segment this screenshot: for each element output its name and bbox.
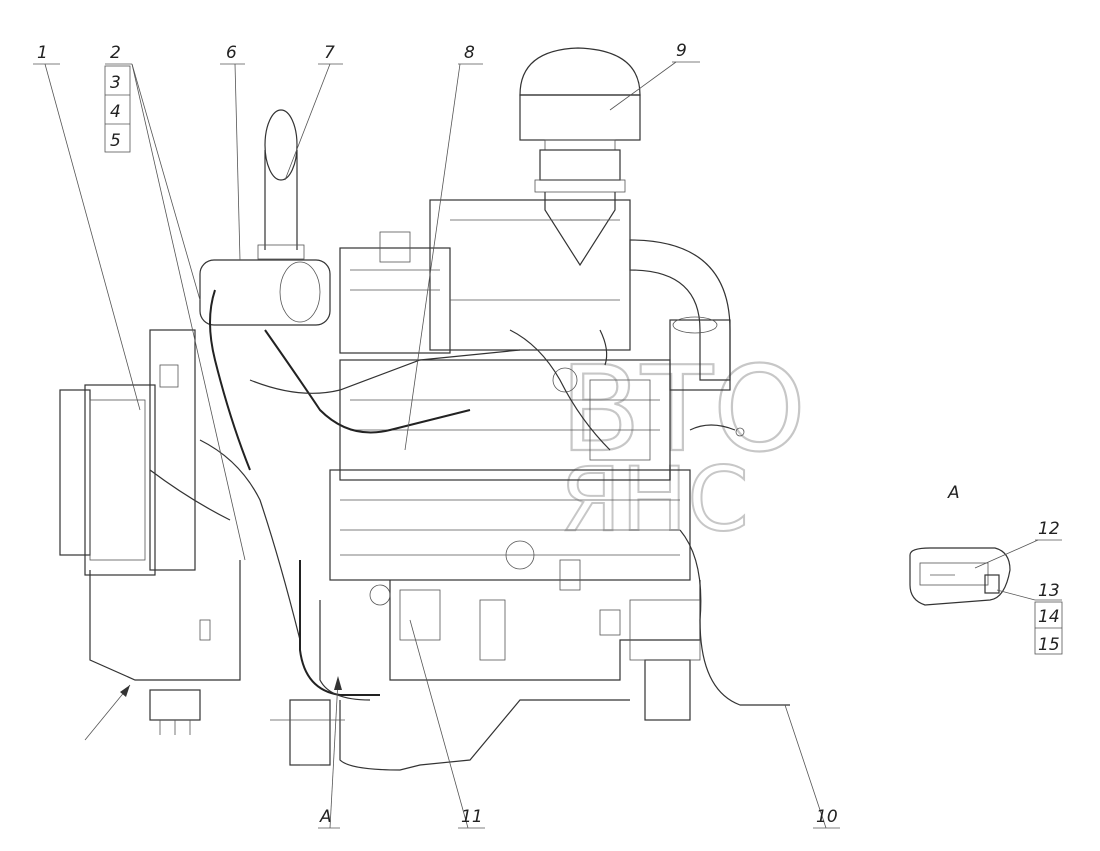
callout-12: 12	[1038, 519, 1060, 539]
callout-1: 1	[37, 43, 48, 63]
callout-9: 9	[676, 41, 687, 61]
callout-labels: 1 2 3 4 5 6 7 8 9 10 11 12 13 14 15 A A	[37, 41, 1060, 827]
watermark: ВТО ЯНС	[559, 339, 807, 552]
callout-7: 7	[324, 43, 335, 63]
air-filter	[519, 47, 641, 267]
callout-2: 2	[110, 43, 121, 63]
hoses	[149, 289, 790, 766]
leader-lines	[33, 61, 1063, 829]
exhaust-pipe	[257, 109, 305, 260]
callout-5: 5	[110, 131, 121, 151]
watermark-line-2: ЯНС	[560, 448, 749, 551]
watermark-line-1: ВТО	[560, 340, 806, 478]
callout-8: 8	[464, 43, 475, 63]
section-view-label: A	[947, 483, 960, 503]
callout-11: 11	[461, 807, 483, 827]
view-arrow-label: A	[319, 807, 332, 827]
detail-view-a	[909, 547, 1011, 606]
callout-6: 6	[226, 43, 237, 63]
callout-14: 14	[1038, 607, 1060, 627]
callout-4: 4	[110, 102, 121, 122]
callout-3: 3	[110, 73, 121, 93]
engine-block	[329, 359, 701, 771]
intake-elbow	[629, 239, 731, 391]
callout-10: 10	[816, 807, 838, 827]
callout-13: 13	[1038, 581, 1060, 601]
callout-15: 15	[1038, 635, 1060, 655]
radiator	[59, 329, 241, 735]
